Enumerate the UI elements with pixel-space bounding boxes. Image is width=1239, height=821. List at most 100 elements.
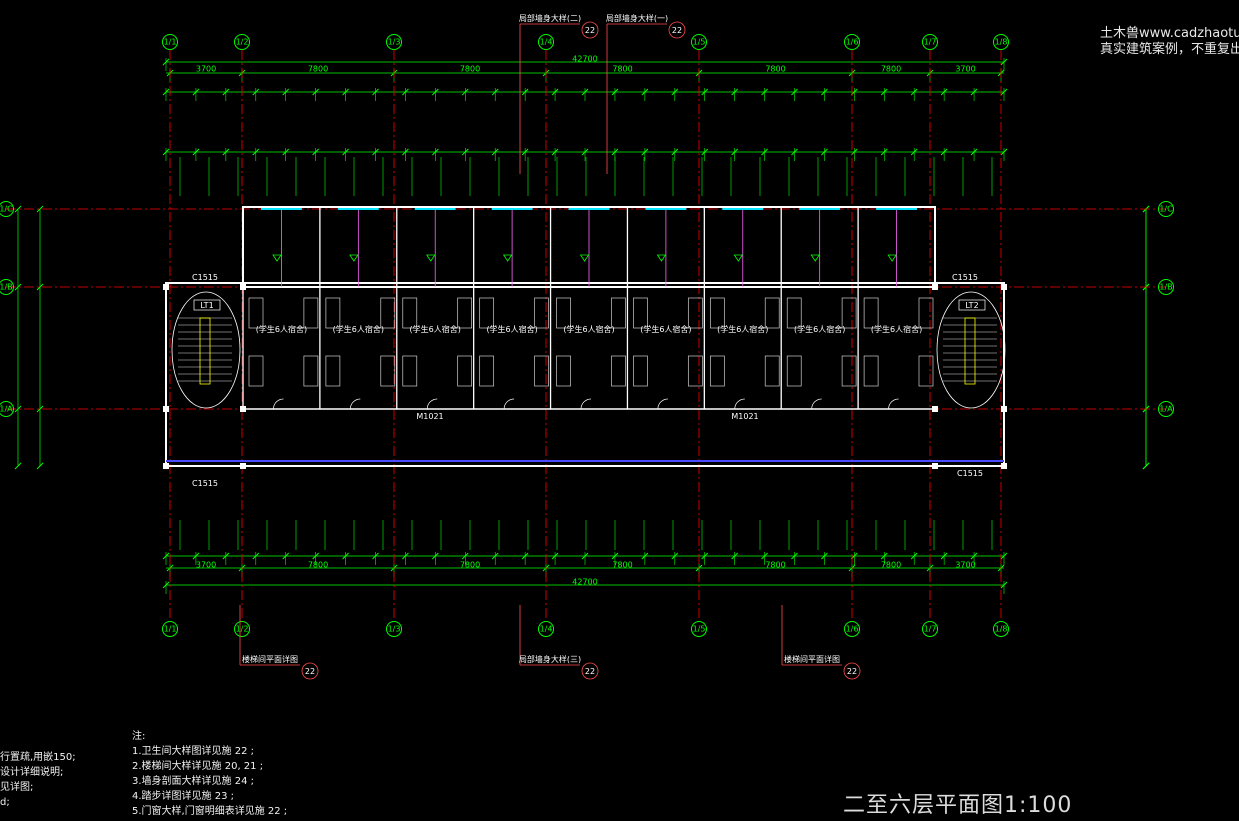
axis-bubble — [0, 401, 14, 417]
bed — [457, 355, 473, 387]
span-dimension-bottom: 7800 — [308, 561, 328, 570]
bed — [457, 297, 473, 329]
axis-label: 1/3 — [388, 38, 401, 47]
door-swing — [426, 398, 438, 410]
stair-label: LT2 — [965, 301, 978, 310]
bed — [764, 355, 780, 387]
note-left: 行置疏,用嵌150; — [0, 752, 76, 763]
level-marker — [426, 254, 436, 262]
axis-bubble — [234, 34, 250, 50]
span-dimension-bottom: 3700 — [955, 561, 975, 570]
axis-bubble — [538, 621, 554, 637]
level-marker — [656, 254, 667, 262]
bed — [841, 297, 857, 329]
bed — [534, 297, 549, 329]
axis-bubble — [162, 621, 178, 637]
axis-label: 1/C — [0, 205, 13, 214]
door-swing — [503, 398, 515, 410]
bed — [918, 355, 934, 387]
dimension-tick — [36, 462, 44, 470]
bed — [325, 297, 341, 329]
dimension-tick — [36, 405, 44, 413]
door-swing — [349, 398, 361, 410]
note-left: 设计详细说明; — [0, 767, 64, 778]
bed — [402, 355, 418, 387]
dimension-tick — [14, 462, 22, 470]
bed — [303, 355, 319, 387]
column — [1001, 463, 1007, 469]
span-dimension-bottom: 7800 — [881, 561, 901, 570]
bed — [556, 355, 571, 387]
bed — [479, 355, 495, 387]
room-label: (学生6人宿舍) — [563, 324, 614, 334]
axis-label: 1/2 — [236, 38, 249, 47]
notes-left-column: 行置疏,用嵌150; 设计详细说明; 见详图; d; — [0, 750, 76, 810]
door-swing — [273, 398, 284, 410]
axis-bubble — [993, 34, 1009, 50]
door-swing — [580, 398, 592, 410]
column — [932, 463, 938, 469]
room-label: (学生6人宿舍) — [871, 324, 922, 334]
bed — [633, 297, 648, 329]
note-left: d; — [0, 797, 10, 808]
column — [163, 284, 169, 290]
dimension-lines: 4270042700370037007800780078007800780078… — [14, 55, 1150, 594]
span-dimension-top: 7800 — [460, 65, 480, 74]
span-dimension-top: 3700 — [196, 65, 216, 74]
callout-label-bottom-right: 楼梯间平面详图 — [784, 654, 840, 664]
stair-well-railing — [199, 317, 211, 385]
dimension-tick — [36, 283, 44, 291]
callout-bubble — [301, 662, 319, 680]
room-label: (学生6人宿舍) — [486, 324, 537, 334]
axis-label: 1/C — [1159, 205, 1173, 214]
level-marker — [502, 254, 513, 262]
window-tag: C1515 — [952, 273, 978, 282]
axis-bubble — [234, 621, 250, 637]
bed — [709, 355, 725, 387]
dimension-tick — [14, 405, 22, 413]
door-swing — [734, 398, 745, 410]
axis-bubble — [386, 621, 402, 637]
window-tag: C1515 — [957, 469, 983, 478]
bed — [248, 355, 264, 387]
axis-bubble — [386, 34, 402, 50]
dimension-tick — [14, 283, 22, 291]
span-dimension-top: 7800 — [612, 65, 632, 74]
axis-bubble — [0, 201, 14, 217]
callout-label-top-left: 局部墙身大样(二) — [519, 13, 581, 23]
dimension-tick — [36, 205, 44, 213]
bed — [248, 297, 264, 329]
axis-label: 1/8 — [995, 38, 1008, 47]
axis-bubble — [844, 34, 860, 50]
span-dimension-top: 7800 — [765, 65, 785, 74]
note-item: 2.楼梯间大样详见施 20, 21 ; — [132, 761, 264, 772]
axis-bubble — [922, 34, 938, 50]
callout-sheet: 22 — [672, 26, 682, 35]
column — [932, 284, 938, 290]
bed — [863, 355, 879, 387]
overall-dimension-bottom: 42700 — [572, 578, 597, 587]
level-marker — [887, 254, 897, 262]
axis-bubble — [844, 621, 860, 637]
bed — [786, 355, 802, 387]
axis-label: 1/7 — [924, 625, 937, 634]
column — [1001, 406, 1007, 412]
span-dimension-top: 7800 — [881, 65, 901, 74]
notes-heading: 注: — [132, 731, 146, 742]
bed — [863, 297, 879, 329]
note-item: 4.踏步详图详见施 23 ; — [132, 791, 234, 802]
stair-label: LT1 — [200, 301, 213, 310]
axis-bubble — [1158, 279, 1174, 295]
bed — [380, 355, 396, 387]
room-label: (学生6人宿舍) — [640, 324, 691, 334]
axis-label: 1/1 — [164, 38, 177, 47]
watermark-line-2: 真实建筑案例，不重复出 — [1100, 42, 1239, 57]
axis-label: 1/B — [0, 283, 13, 292]
bed — [764, 297, 780, 329]
door-swing — [888, 398, 899, 410]
room-label: (学生6人宿舍) — [410, 324, 461, 334]
level-marker — [349, 254, 359, 262]
level-marker — [810, 254, 820, 262]
axis-bubble — [1158, 401, 1174, 417]
axis-bubble — [691, 34, 707, 50]
